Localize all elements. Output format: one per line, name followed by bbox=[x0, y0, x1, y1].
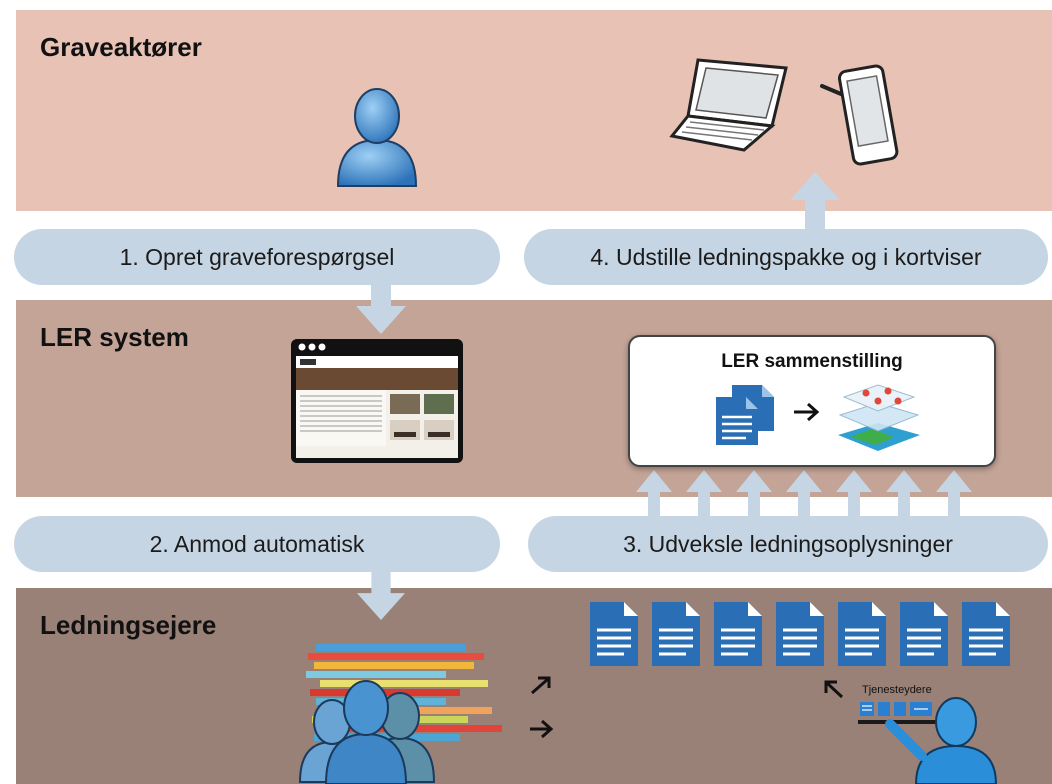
map-layers-icon bbox=[838, 384, 920, 451]
band-title: Graveaktører bbox=[40, 32, 202, 62]
document-icon bbox=[838, 602, 886, 666]
laptop-icon bbox=[669, 58, 788, 152]
people-group-icon bbox=[298, 644, 502, 784]
ler-sammenstilling-box: LER sammenstilling bbox=[628, 335, 996, 467]
step-4-label: 4. Udstille ledningspakke og i kortviser bbox=[524, 229, 1048, 285]
document-icon bbox=[962, 602, 1010, 666]
arrow-right-icon bbox=[794, 402, 820, 422]
band-title: LER system bbox=[40, 322, 189, 352]
step-2-label: 2. Anmod automatisk bbox=[14, 516, 500, 572]
person-icon bbox=[336, 88, 418, 187]
tjenesteydere-label: Tjenesteydere bbox=[862, 684, 932, 696]
document-icon bbox=[652, 602, 700, 666]
arrow-up-row bbox=[636, 470, 972, 518]
tablet-icon bbox=[820, 64, 899, 166]
browser-window-icon bbox=[291, 339, 463, 463]
presenter-icon bbox=[858, 697, 998, 784]
arrow-down-icon bbox=[356, 282, 406, 334]
arrow-diagonal-icon bbox=[824, 680, 844, 699]
document-icon bbox=[900, 602, 948, 666]
step-1-label: 1. Opret graveforespørgsel bbox=[14, 229, 500, 285]
document-icon bbox=[776, 602, 824, 666]
band-title: Ledningsejere bbox=[40, 610, 217, 640]
arrow-right-icon bbox=[530, 719, 554, 739]
document-icon bbox=[714, 602, 762, 666]
arrow-diagonal-icon bbox=[531, 676, 551, 695]
step-3-label: 3. Udveksle ledningsoplysninger bbox=[528, 516, 1048, 572]
arrow-down-icon bbox=[356, 570, 406, 620]
ler-box-title: LER sammenstilling bbox=[721, 351, 903, 372]
documents-row bbox=[590, 602, 1010, 666]
document-icon bbox=[590, 602, 638, 666]
document-icon bbox=[716, 385, 774, 445]
arrow-up-icon bbox=[790, 172, 840, 230]
